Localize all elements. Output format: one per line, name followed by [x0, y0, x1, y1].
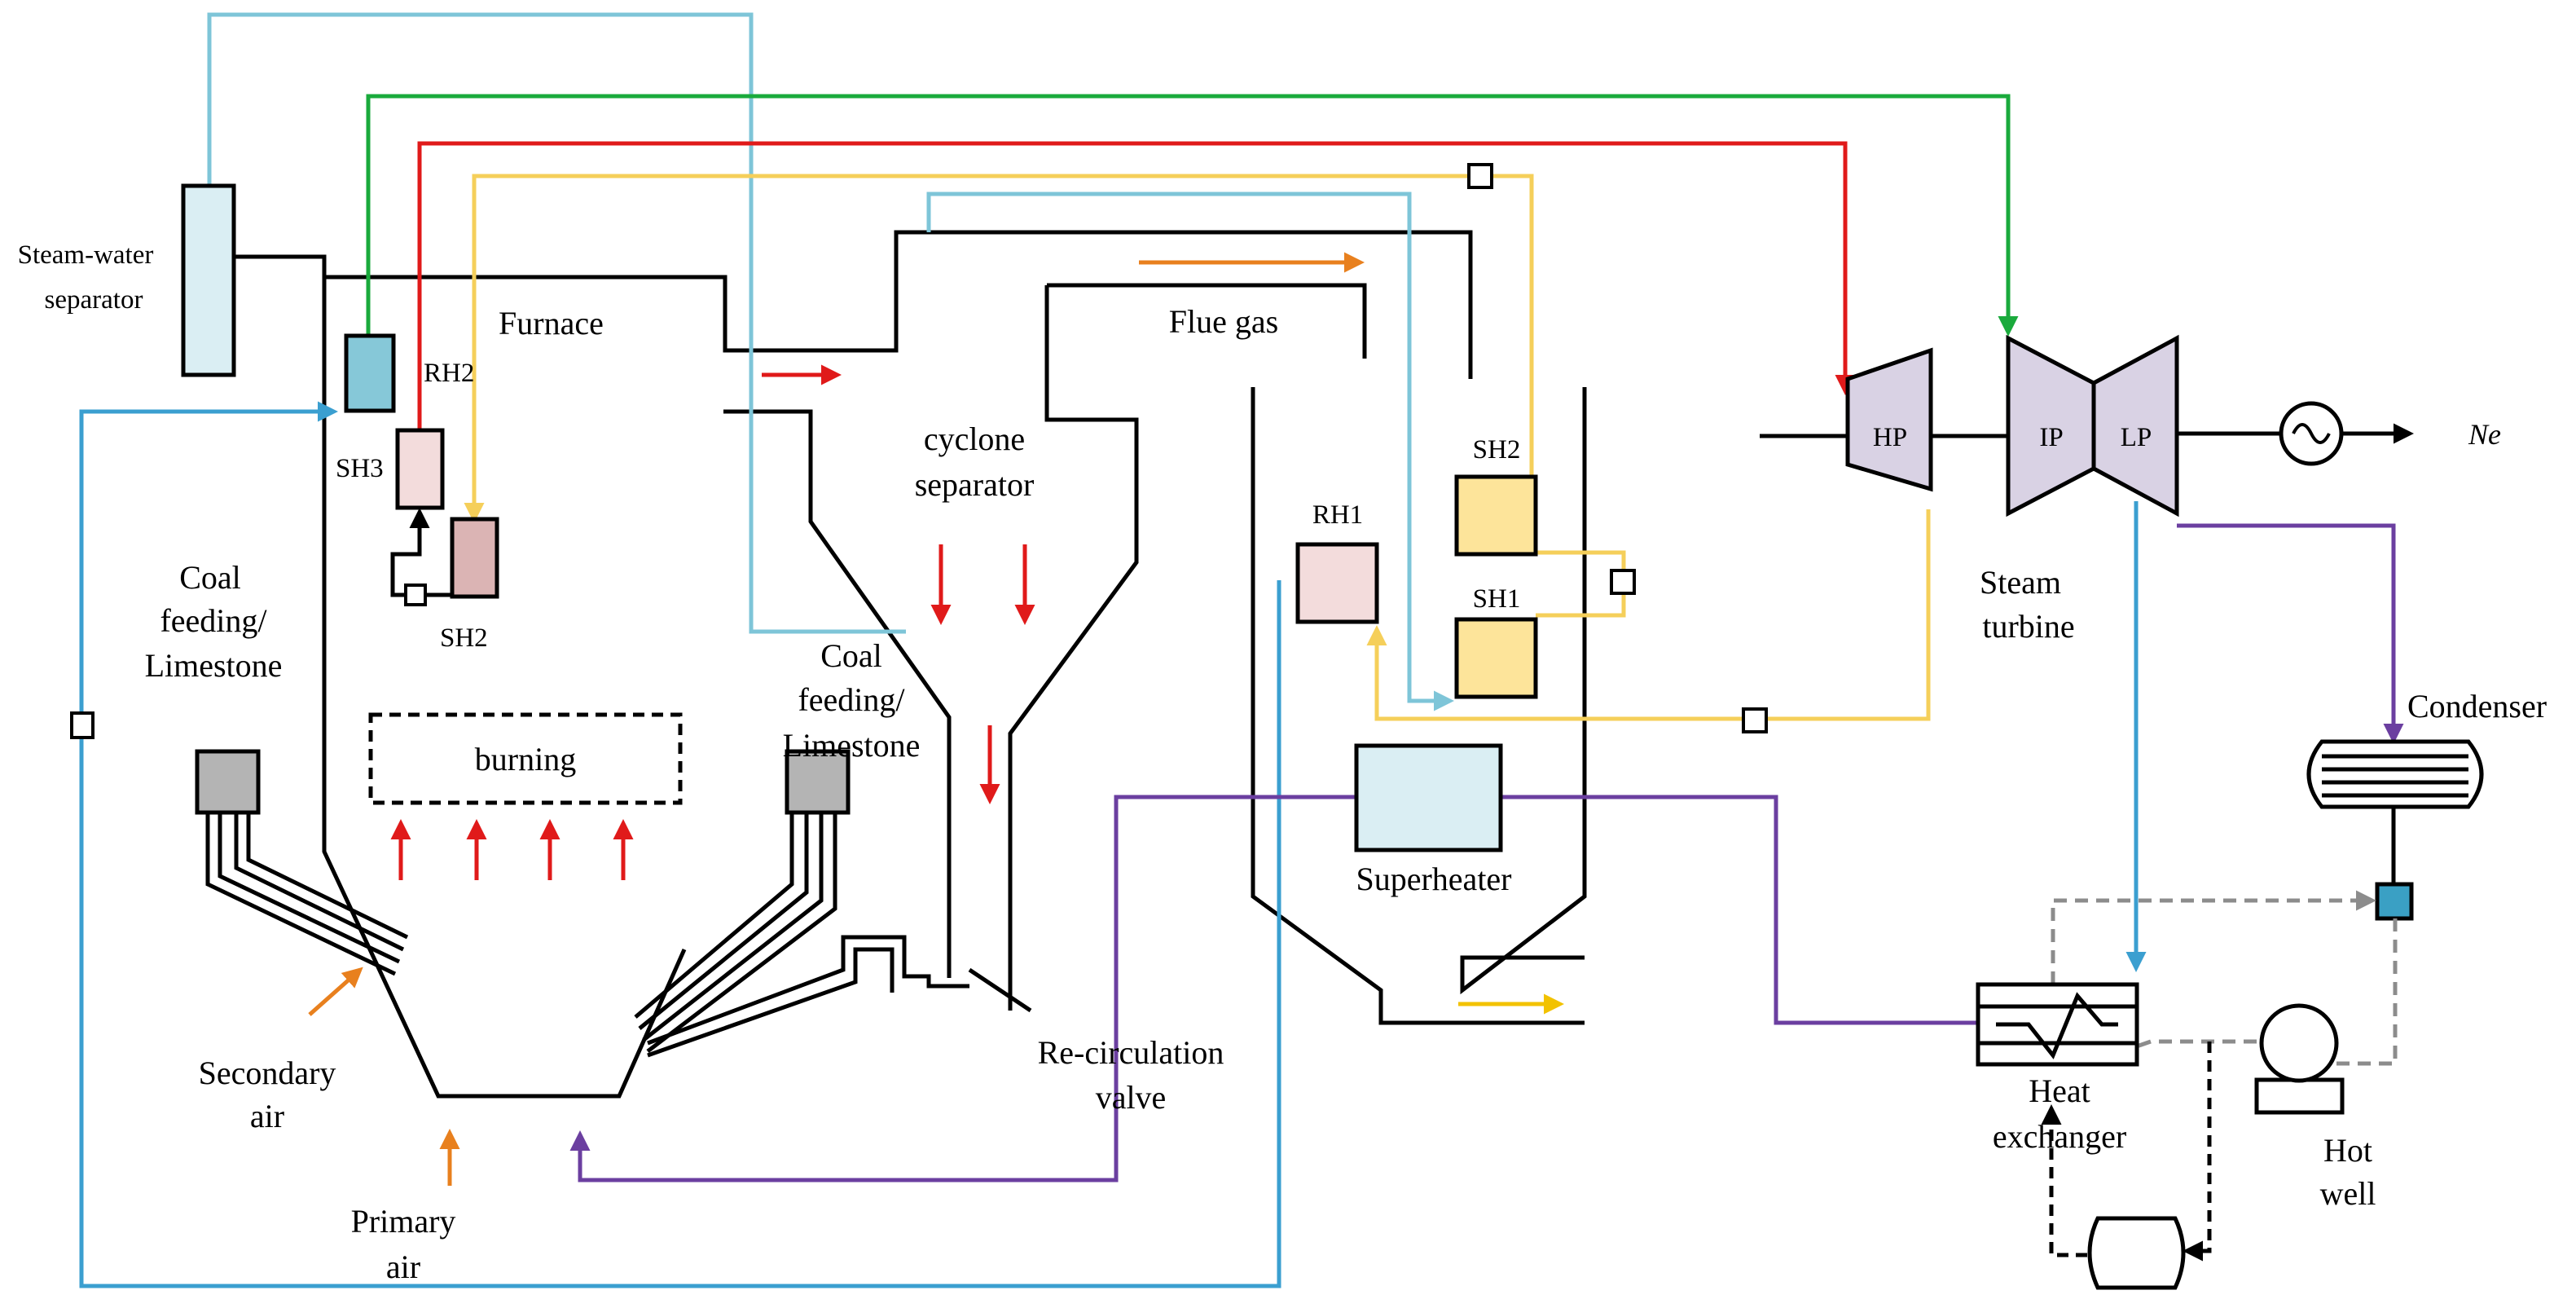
flue-gas-label: Flue gas: [1169, 303, 1278, 340]
sh-connection: [390, 508, 454, 597]
orange-secondary-air-arrow: [308, 967, 363, 1016]
top-heat-exchanger-box: [344, 333, 396, 413]
yellow-pipe-furnace: [464, 174, 1534, 523]
gray-dashed-loop: [2051, 890, 2398, 1066]
light-blue-pipe-cyclone: [926, 192, 1454, 711]
sh3-label: SH3: [336, 454, 384, 483]
valve-icon: [404, 584, 427, 606]
burning-zone: [368, 712, 683, 805]
red-pipe: [417, 141, 1856, 430]
purple-pipe-lp: [2177, 523, 2404, 744]
ne-label: Ne: [2468, 418, 2501, 451]
superheater-label: Superheater: [1356, 861, 1511, 897]
coal-feeder-right: [785, 749, 851, 815]
condenser-icon: [2306, 739, 2484, 884]
burning-label: burning: [475, 741, 576, 777]
sh2-furnace-label: SH2: [440, 623, 488, 653]
flow-arrows: [308, 252, 1564, 1186]
furnace-structure: [236, 230, 1587, 1099]
condenser-label: Condenser: [2407, 688, 2547, 724]
furnace-label: Furnace: [499, 305, 604, 341]
blue-pipe-feedwater: [79, 401, 1281, 1288]
lp-turbine: [2091, 334, 2179, 517]
condenser-outlet-box: [2375, 882, 2414, 921]
superheater-box: [1354, 743, 1503, 852]
sh2-back-label: SH2: [1473, 435, 1521, 465]
steam-turbine: [1760, 334, 2281, 517]
light-blue-pipe-top: [207, 12, 906, 634]
green-pipe: [366, 94, 2019, 337]
generator-icon: [2279, 401, 2344, 466]
rh1-box: [1295, 542, 1379, 624]
valve-icon: [70, 711, 95, 739]
sh3-box: [395, 428, 445, 510]
hp-turbine: [1845, 347, 1933, 492]
valve-icon: [1742, 707, 1768, 733]
purple-pipe-hx: [1501, 795, 1978, 1025]
sh1-label: SH1: [1473, 584, 1521, 614]
coal-feeder-left: [195, 749, 261, 815]
lp-label: LP: [2121, 423, 2152, 452]
sh2-back-box: [1454, 474, 1538, 557]
purple-pipe-recirc: [569, 795, 1356, 1182]
heat-exchanger-coil-icon: [1976, 982, 2139, 1067]
steam-water-separator: [181, 183, 236, 377]
ip-label: IP: [2039, 423, 2063, 452]
black-dashed-loop: [2041, 1042, 2212, 1262]
sh2-furnace-box: [450, 517, 499, 599]
pump-icon: [2254, 1003, 2345, 1115]
hp-label: HP: [1873, 423, 1907, 452]
rh1-label: RH1: [1312, 500, 1363, 530]
tank-icon: [2087, 1216, 2186, 1290]
valve-icon: [1467, 163, 1493, 189]
sh1-box: [1454, 617, 1538, 699]
yellow-pipe-reheat: [1366, 509, 1931, 721]
valves: [70, 163, 1768, 739]
rh2-label: RH2: [424, 359, 474, 388]
coal-feeders: [205, 811, 1032, 1058]
valve-icon: [1610, 569, 1636, 595]
